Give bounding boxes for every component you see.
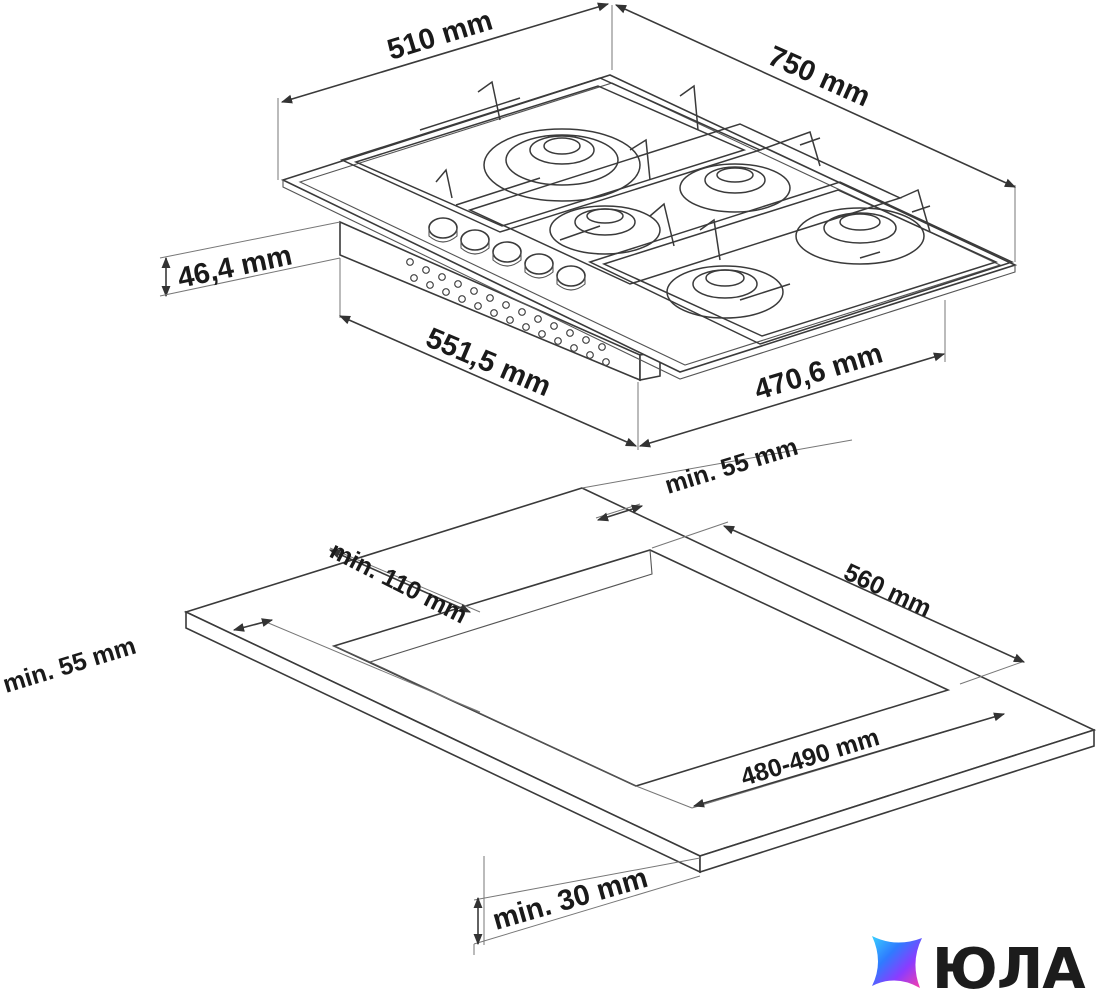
label-depth-back: 510 mm [384,5,497,67]
label-cutout-length: 560 mm [839,558,935,623]
label-width-back: 750 mm [763,40,875,113]
brand-logo: ЮЛА [872,936,1087,998]
label-worktop-thickness: min. 30 mm [489,862,651,937]
label-height: 46,4 mm [175,239,295,294]
label-clearance-left: min. 55 mm [0,632,139,699]
brand-logo-icon [872,936,922,988]
cutout-drawing [183,439,1097,955]
label-front-right: 470,6 mm [751,337,887,406]
hob-drawing [159,2,1018,450]
control-knobs [428,217,586,291]
label-clearance-back: min. 55 mm [662,433,802,500]
brand-wordmark: ЮЛА [932,937,1086,998]
hob-glass-top [280,74,1018,373]
